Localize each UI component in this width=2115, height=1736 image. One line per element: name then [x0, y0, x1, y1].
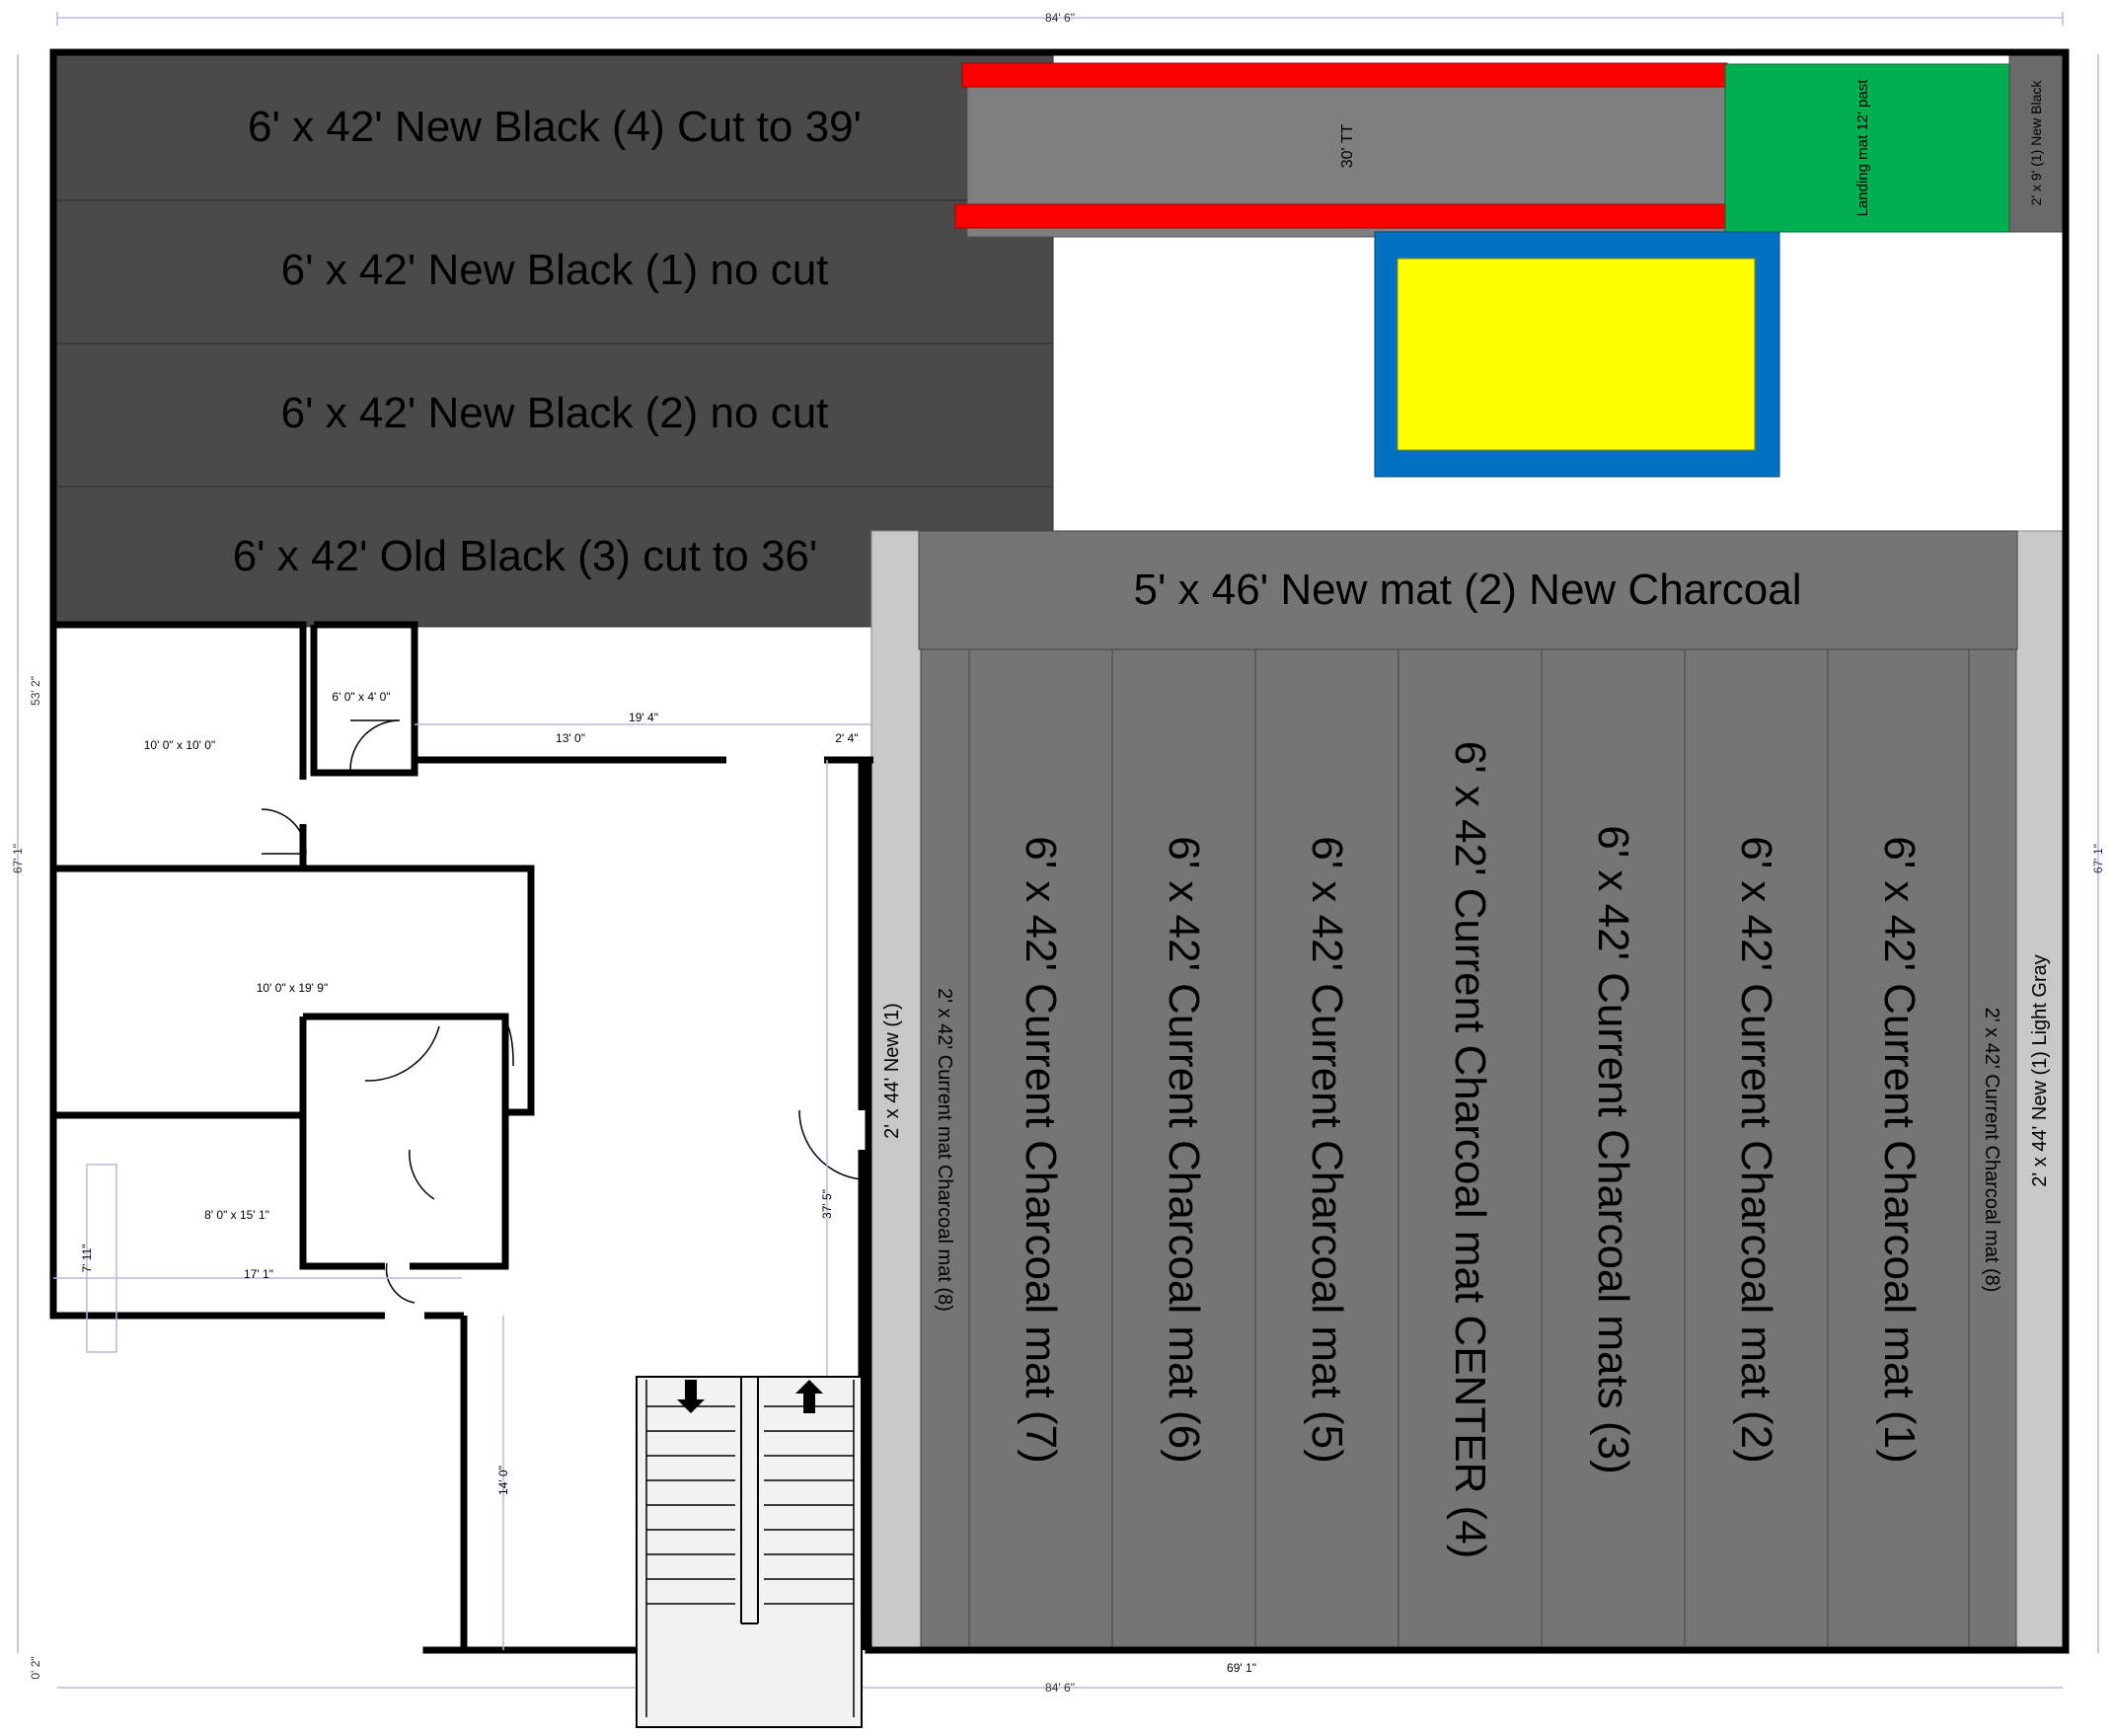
dimension-lines	[17, 12, 2099, 1689]
measure-17-1: 17' 1"	[244, 1267, 273, 1281]
trampoline-bed	[1397, 258, 1756, 451]
rail-top	[961, 62, 1728, 88]
outer-walls	[49, 48, 2070, 1654]
measure-14-0: 14' 0"	[496, 1466, 510, 1495]
charcoal-mat-2-label: 6' x 42' Current Charcoal mat (2)	[1732, 836, 1780, 1464]
charcoal-header-mat	[918, 530, 2018, 650]
right-current-mat	[1968, 648, 2017, 1650]
arrow-down-icon	[677, 1380, 705, 1413]
charcoal-mat-2	[1684, 648, 1829, 1650]
charcoal-mat-7	[968, 648, 1113, 1650]
dim-left-upper: 53' 2"	[29, 676, 42, 706]
dim-left-height: 67' 1"	[11, 844, 25, 873]
dim-right-height: 67' 1"	[2091, 844, 2105, 873]
charcoal-mat-1	[1827, 648, 1970, 1650]
charcoal-mat-7-label: 6' x 42' Current Charcoal mat (7)	[1017, 836, 1065, 1464]
charcoal-mat-3	[1541, 648, 1686, 1650]
charcoal-mat-6-label: 6' x 42' Current Charcoal mat (6)	[1160, 836, 1208, 1464]
charcoal-header-label: 5' x 46' New mat (2) New Charcoal	[1133, 566, 1801, 614]
measure-37-5: 37' 5"	[820, 1189, 834, 1219]
tumble-track-label: 30' TT	[1339, 124, 1356, 169]
dim-left-bottom: 0' 2"	[29, 1656, 42, 1679]
room-office-a: 10' 0" x 10' 0"	[144, 738, 215, 752]
arrow-up-icon	[795, 1380, 823, 1413]
landing-mat-label-text: Landing mat 12' past	[1854, 79, 1871, 217]
room-office-c: 8' 0" x 15' 1"	[204, 1208, 269, 1222]
stairs-outline	[636, 1376, 863, 1728]
charcoal-mats	[968, 648, 1970, 1650]
left-current-mat-label: 2' x 42' Current mat Charcoal mat (8)	[934, 988, 955, 1312]
right-new-mat-label: 2' x 44' New (1) Light Gray	[2029, 954, 2051, 1187]
black-mat-3-label: 6' x 42' Old Black (3) cut to 36'	[233, 532, 818, 580]
corner-black-mat-label: 2' x 9' (1) New Black	[2028, 80, 2044, 206]
right-new-mat	[2015, 530, 2065, 1650]
room-closet: 6' 0" x 4' 0"	[332, 690, 390, 704]
black-mat-1-label: 6' x 42' New Black (1) no cut	[281, 246, 829, 294]
room-office-b: 10' 0" x 19' 9"	[257, 981, 328, 995]
black-mat-1	[55, 199, 1054, 344]
dim-floor-bottom: 69' 1"	[1227, 1661, 1256, 1675]
black-mat-4	[55, 53, 1054, 201]
dim-top-width: 84' 6"	[1045, 11, 1075, 25]
right-current-mat-label: 2' x 42' Current Charcoal mat (8)	[1981, 1008, 2002, 1293]
charcoal-mat-5-label: 6' x 42' Current Charcoal mat (5)	[1303, 836, 1351, 1464]
black-mat-2-label: 6' x 42' New Black (2) no cut	[281, 389, 829, 437]
charcoal-mat-4	[1397, 648, 1543, 1650]
door-swings	[261, 719, 863, 1304]
measure-lines	[53, 723, 871, 1650]
landing-mat	[1724, 63, 2010, 233]
black-mat-2	[55, 342, 1054, 488]
corner-black-mat	[2008, 53, 2064, 233]
staircase	[636, 1376, 863, 1728]
charcoal-mat-4-label: 6' x 42' Current Charcoal mat CENTER (4)	[1446, 741, 1494, 1559]
rail-bottom	[954, 203, 1728, 229]
measure-19-4: 19' 4"	[629, 711, 658, 724]
measure-2-4: 2' 4"	[835, 731, 858, 745]
black-mat-4-label: 6' x 42' New Black (4) Cut to 39'	[248, 103, 862, 151]
measure-7-11: 7' 11"	[80, 1244, 94, 1272]
charcoal-mat-1-label: 6' x 42' Current Charcoal mat (1)	[1875, 836, 1924, 1464]
left-new-mat-label: 2' x 44' New (1)	[881, 1003, 903, 1139]
dim-bottom-width: 84' 6"	[1045, 1681, 1075, 1695]
measure-13-0: 13' 0"	[556, 731, 585, 745]
landing-mat-label: Landing mat 12' past	[1854, 79, 1871, 217]
left-current-mat	[920, 648, 970, 1650]
charcoal-mat-3-label: 6' x 42' Current Charcoal mats (3)	[1589, 825, 1637, 1474]
